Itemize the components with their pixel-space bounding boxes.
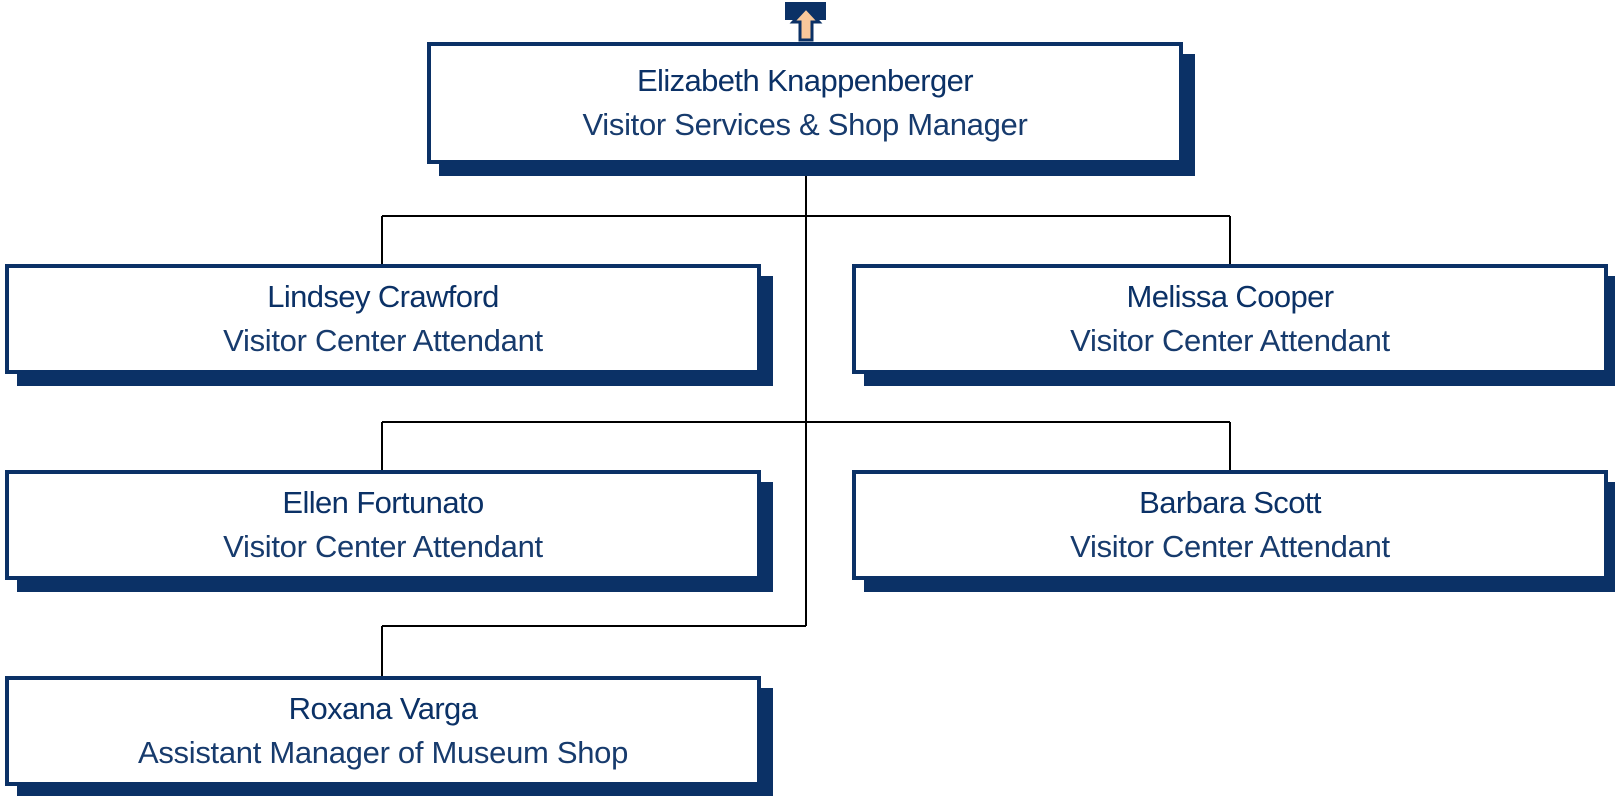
org-node-top[interactable]: Elizabeth Knappenberger Visitor Services… [427, 42, 1183, 164]
node-title: Visitor Center Attendant [223, 323, 543, 358]
node-name: Elizabeth Knappenberger [636, 63, 974, 98]
node-title: Visitor Services & Shop Manager [582, 107, 1028, 142]
node-title: Visitor Center Attendant [1070, 529, 1390, 564]
node-title: Visitor Center Attendant [223, 529, 543, 564]
node-name: Barbara Scott [1139, 485, 1321, 520]
org-node-row1-right[interactable]: Melissa Cooper Visitor Center Attendant [852, 264, 1608, 374]
node-name: Lindsey Crawford [267, 279, 499, 314]
node-name: Roxana Varga [288, 691, 478, 726]
org-node-row2-right[interactable]: Barbara Scott Visitor Center Attendant [852, 470, 1608, 580]
up-arrow-icon[interactable] [785, 2, 826, 42]
node-title: Visitor Center Attendant [1070, 323, 1390, 358]
node-title: Assistant Manager of Museum Shop [137, 735, 629, 770]
node-name: Ellen Fortunato [282, 485, 484, 520]
org-node-row3-left[interactable]: Roxana Varga Assistant Manager of Museum… [5, 676, 761, 786]
org-node-row2-left[interactable]: Ellen Fortunato Visitor Center Attendant [5, 470, 761, 580]
org-node-row1-left[interactable]: Lindsey Crawford Visitor Center Attendan… [5, 264, 761, 374]
node-name: Melissa Cooper [1126, 279, 1335, 314]
